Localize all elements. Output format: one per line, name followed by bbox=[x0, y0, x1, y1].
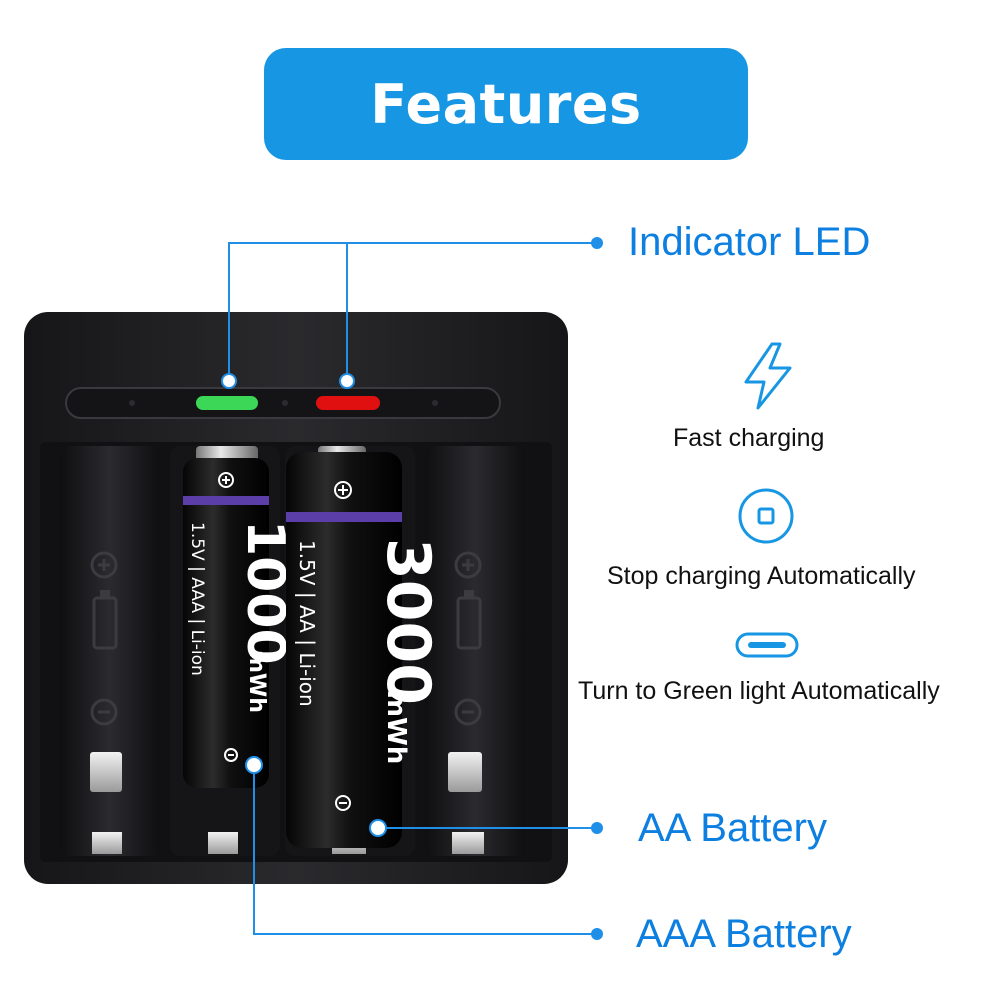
usb-c-icon bbox=[735, 632, 799, 658]
aa-spec-text: 1.5V | AA | Li-ion bbox=[295, 540, 319, 707]
aa-battery-label: AA Battery bbox=[638, 806, 827, 850]
leader-end-dots bbox=[591, 237, 603, 940]
aaa-unit-text: mWh bbox=[244, 650, 269, 713]
contact-spring-1 bbox=[90, 752, 122, 792]
red-led bbox=[316, 396, 380, 410]
page-title: Features bbox=[370, 72, 642, 136]
slot-1 bbox=[60, 446, 160, 856]
aa-battery: 3000 mWh 1.5V | AA | Li-ion bbox=[286, 446, 443, 848]
stop-circle-icon bbox=[738, 488, 794, 544]
lightning-icon bbox=[744, 342, 792, 410]
contact-spring-4 bbox=[448, 752, 482, 792]
aa-capacity-text: 3000 bbox=[373, 538, 443, 705]
aaa-battery: 1000 mWh 1.5V | AAA | Li-ion bbox=[183, 446, 295, 788]
features-banner: Features bbox=[264, 48, 748, 160]
feature-fast-charging: Fast charging bbox=[673, 424, 825, 452]
aa-unit-text: mWh bbox=[381, 690, 411, 764]
green-led bbox=[196, 396, 258, 410]
feature-stop-charging: Stop charging Automatically bbox=[607, 562, 916, 590]
aaa-spec-text: 1.5V | AAA | Li-ion bbox=[187, 522, 207, 676]
leader-start-dots bbox=[221, 373, 387, 837]
leader-lines bbox=[228, 242, 597, 935]
aaa-battery-label: AAA Battery bbox=[636, 912, 852, 956]
indicator-led-label: Indicator LED bbox=[628, 220, 871, 264]
feature-green-light: Turn to Green light Automatically bbox=[578, 677, 940, 705]
aaa-capacity-text: 1000 bbox=[235, 520, 295, 665]
